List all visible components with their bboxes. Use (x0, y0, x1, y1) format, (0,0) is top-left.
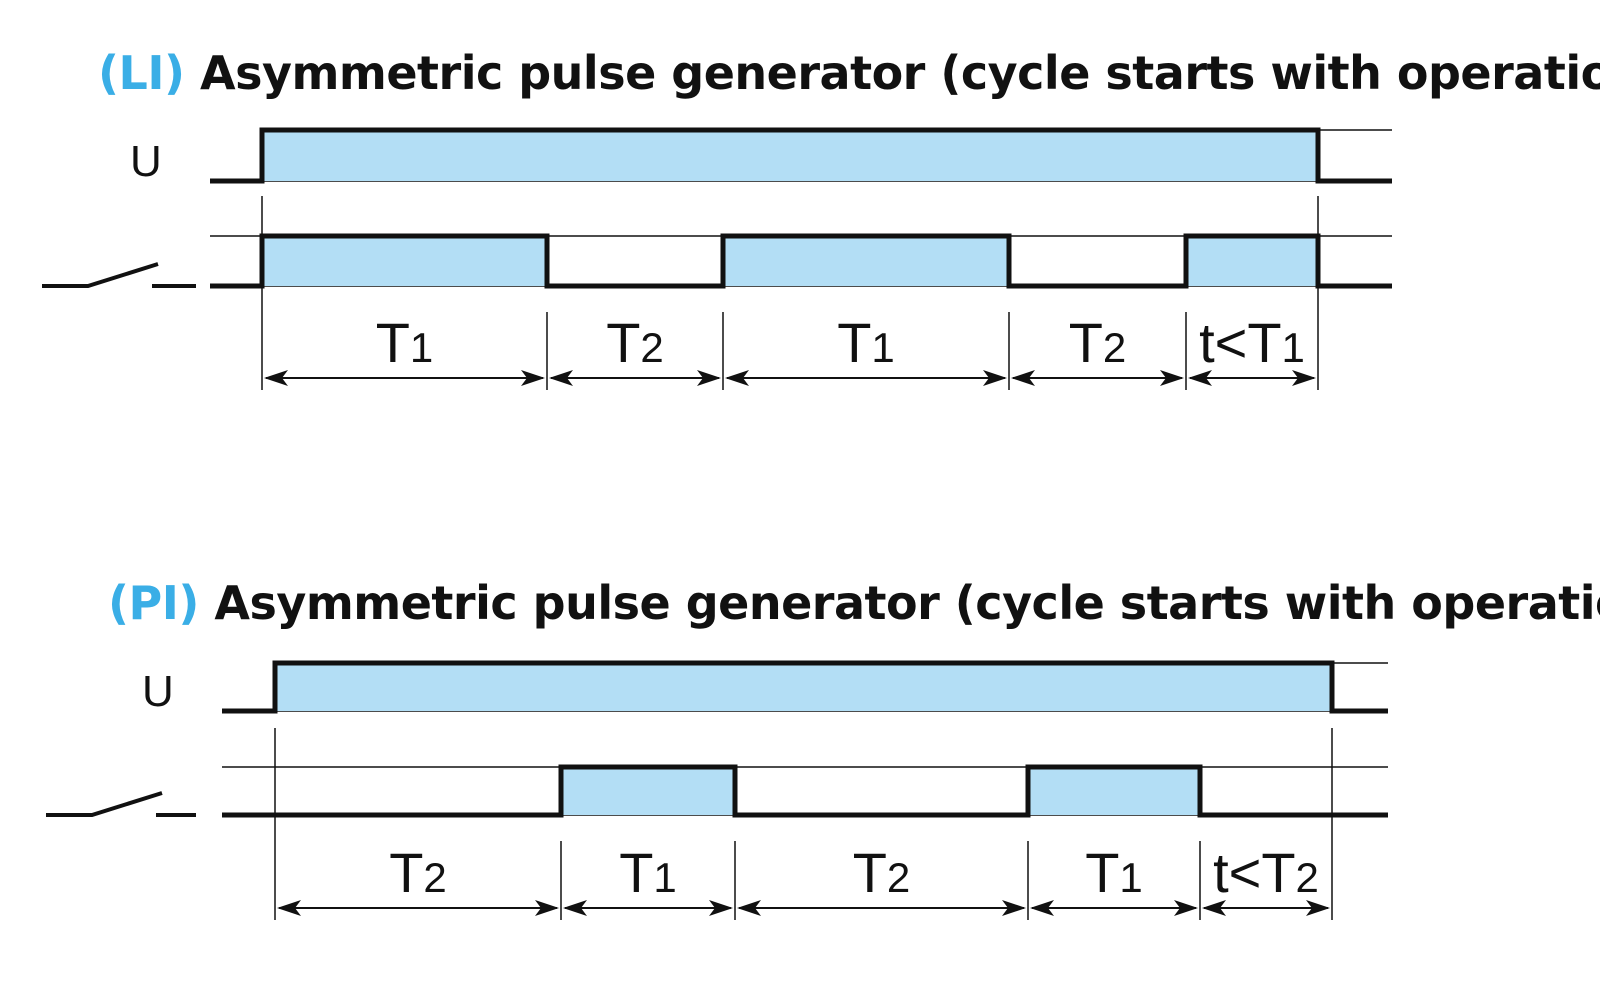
contact-pulse-fill (1186, 236, 1318, 286)
interval-label-subscript: 2 (887, 854, 910, 901)
arrowhead-left (549, 370, 573, 386)
supply-signal (210, 127, 1392, 184)
arrowhead-left (277, 900, 301, 916)
switch-contact-icon (46, 791, 163, 817)
arrowhead-left (264, 370, 288, 386)
interval-label-main: T (619, 841, 653, 904)
interval-label-subscript: 1 (410, 324, 433, 371)
arrowhead-right (1292, 370, 1316, 386)
interval-label: T1 (376, 311, 434, 374)
interval-label-main: T (376, 311, 410, 374)
contact-signal (210, 233, 1392, 289)
interval-label-subscript: 2 (640, 324, 663, 371)
diagram-li-title: (LI) Asymmetric pulse generator (cycle s… (98, 46, 1600, 100)
arrowhead-right (709, 900, 733, 916)
contact-signal (222, 764, 1388, 818)
arrowhead-right (1002, 900, 1026, 916)
arrowhead-left (1202, 900, 1226, 916)
supply-label: U (142, 667, 174, 716)
interval-label-subscript: 2 (1296, 854, 1319, 901)
interval-label-main: T (606, 311, 640, 374)
supply-label: U (130, 137, 162, 186)
arrowhead-left (1030, 900, 1054, 916)
interval-label: t<T2 (1213, 841, 1319, 904)
interval-label: T2 (606, 311, 664, 374)
interval-label-subscript: 1 (653, 854, 676, 901)
supply-pulse-fill (262, 130, 1318, 181)
diagram-pi-tag: (PI) (108, 576, 199, 630)
arrowhead-left (1011, 370, 1035, 386)
switch-contact-icon (42, 262, 159, 288)
interval-label-main: T (837, 311, 871, 374)
interval-label: T2 (389, 841, 447, 904)
interval-label: t<T1 (1199, 311, 1305, 374)
interval-label-main: t<T (1199, 311, 1281, 374)
diagram-pi-title-text: Asymmetric pulse generator (cycle starts… (198, 576, 1600, 630)
contact-pulse-fill (1028, 767, 1200, 815)
interval-label-subscript: 2 (423, 854, 446, 901)
interval-label-main: T (1085, 841, 1119, 904)
arrowhead-right (521, 370, 545, 386)
arrowhead-right (1306, 900, 1330, 916)
interval-label: T2 (853, 841, 911, 904)
arrowhead-right (1174, 900, 1198, 916)
contact-pulse-fill (723, 236, 1009, 286)
arrowhead-right (1160, 370, 1184, 386)
arrowhead-left (737, 900, 761, 916)
interval-label-main: T (1069, 311, 1103, 374)
interval-label-subscript: 1 (1119, 854, 1142, 901)
interval-label: T2 (1069, 311, 1127, 374)
arrowhead-left (1188, 370, 1212, 386)
arrowhead-left (725, 370, 749, 386)
arrowhead-right (697, 370, 721, 386)
interval-label-main: T (389, 841, 423, 904)
arrowhead-right (983, 370, 1007, 386)
interval-label: T1 (837, 311, 895, 374)
interval-label-subscript: 1 (1282, 324, 1305, 371)
diagram-li-title-text: Asymmetric pulse generator (cycle starts… (184, 46, 1600, 100)
interval-label-subscript: 2 (1103, 324, 1126, 371)
interval-label-subscript: 1 (871, 324, 894, 371)
supply-pulse-fill (275, 663, 1332, 711)
interval-label-main: t<T (1213, 841, 1295, 904)
interval-label: T1 (1085, 841, 1143, 904)
supply-signal (222, 660, 1388, 714)
arrowhead-left (563, 900, 587, 916)
interval-label: T1 (619, 841, 677, 904)
arrowhead-right (535, 900, 559, 916)
diagram-pi-title: (PI) Asymmetric pulse generator (cycle s… (108, 576, 1600, 630)
contact-pulse-fill (561, 767, 735, 815)
diagram-li-tag: (LI) (98, 46, 185, 100)
interval-label-main: T (853, 841, 887, 904)
contact-pulse-fill (262, 236, 547, 286)
